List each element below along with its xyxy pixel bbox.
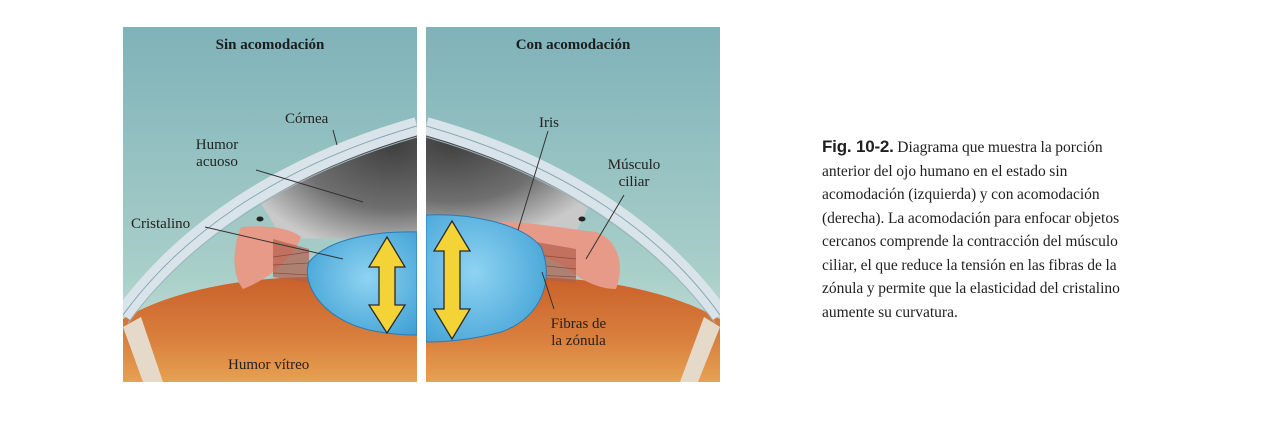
left-panel-title: Sin acomodación xyxy=(215,37,325,53)
label-cristalino: Cristalino xyxy=(131,216,191,232)
right-eye-illustration xyxy=(426,27,720,382)
right-panel-diagram: Con acomodación Iris Músculo ciliar Fibr… xyxy=(426,27,720,382)
label-musculo-ciliar: Músculo ciliar xyxy=(607,157,661,190)
caption-text: Diagrama que muestra la porción anterior… xyxy=(822,139,1120,321)
figure-number: Fig. 10-2. xyxy=(822,137,894,156)
right-panel-title: Con acomodación xyxy=(515,37,631,53)
label-humor-acuoso: Humor acuoso xyxy=(195,137,239,170)
left-panel-diagram: Sin acomodación Córnea Humor acuoso Cris… xyxy=(123,27,417,382)
figure-caption: Fig. 10-2. Diagrama que muestra la porci… xyxy=(822,135,1144,324)
label-fibras-zonula: Fibras de la zónula xyxy=(550,316,607,349)
label-humor-vitreo: Humor vítreo xyxy=(228,357,310,373)
label-cornea: Córnea xyxy=(285,111,329,127)
label-iris: Iris xyxy=(539,115,559,131)
left-eye-illustration xyxy=(123,27,417,382)
